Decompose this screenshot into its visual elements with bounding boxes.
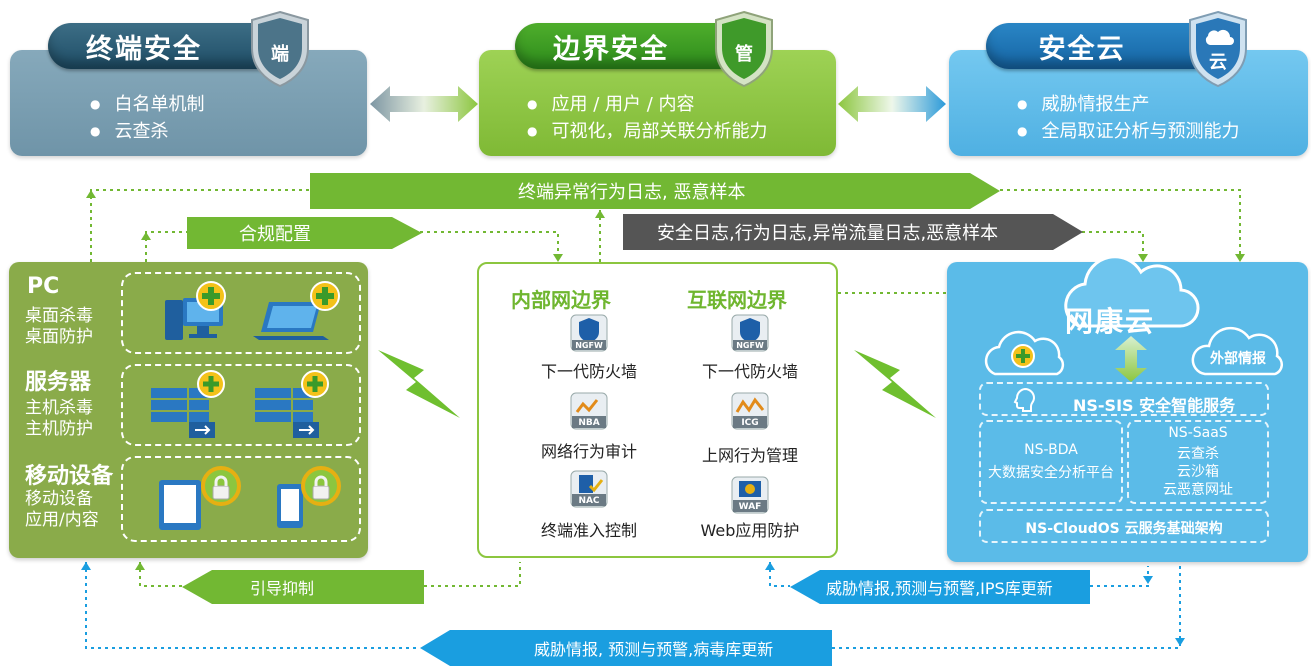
pc-line: 桌面防护: [25, 327, 93, 347]
ngfw-icon: NGFW: [570, 314, 608, 352]
external-intel-label: 外部情报: [1210, 351, 1266, 367]
lightning-bolt-icon: [378, 350, 460, 418]
cloudos-label: NS-CloudOS 云服务基础架构: [1025, 521, 1223, 537]
pc-device-box: [121, 272, 361, 354]
waf-tag: WAF: [739, 502, 762, 512]
server-line: 主机防护: [25, 419, 93, 439]
endpoint-bullet: 云查杀: [90, 119, 204, 146]
boundary-title: 边界安全: [515, 23, 747, 69]
arrow-compliance: 合规配置: [187, 217, 422, 249]
sis-box: [979, 382, 1269, 416]
bidirectional-arrow-icon: [1115, 336, 1147, 382]
internal-boundary-title: 内部网边界: [511, 288, 611, 312]
icg-icon: ICG: [731, 392, 769, 430]
cloud-bullet: 威胁情报生产: [1017, 92, 1239, 119]
arrow-guide: 引导抑制: [182, 570, 424, 604]
server-line: 主机杀毒: [25, 398, 93, 418]
internet-boundary-title: 互联网边界: [687, 288, 787, 312]
cloud-bullet: 全局取证分析与预测能力: [1017, 119, 1239, 146]
bda-desc: 大数据安全分析平台: [988, 465, 1114, 481]
saas-title: NS-SaaS: [1168, 425, 1228, 441]
bda-box: [979, 420, 1123, 504]
icg-tag: ICG: [741, 418, 758, 428]
internet-device-label: 上网行为管理: [701, 446, 798, 465]
arrow-threat-virus: 威胁情报, 预测与预警,病毒库更新: [420, 630, 832, 666]
arrow-security-logs: 安全日志,行为日志,异常流量日志,恶意样本: [623, 214, 1083, 250]
arrow-threat-ips: 威胁情报,预测与预警,IPS库更新: [790, 570, 1090, 604]
endpoint-title: 终端安全: [48, 23, 280, 69]
saas-item: 云沙箱: [1177, 464, 1219, 480]
sis-label: NS-SIS 安全智能服务: [1073, 396, 1236, 415]
server-title: 服务器: [25, 370, 92, 395]
boundary-bullet: 可视化，局部关联分析能力: [527, 119, 767, 146]
arrow-endpoint-logs: 终端异常行为日志, 恶意样本: [310, 173, 1000, 209]
boundary-bullets: 应用 / 用户 / 内容 可视化，局部关联分析能力: [527, 92, 767, 146]
mobile-device-box: [121, 456, 361, 542]
bda-title: NS-BDA: [1024, 442, 1078, 458]
cloud-icon: [984, 330, 1065, 376]
waf-icon: WAF: [731, 476, 769, 514]
pc-line: 桌面杀毒: [25, 306, 93, 326]
phone-icon: [277, 466, 341, 528]
double-arrow-right: [838, 86, 946, 122]
cloud-bullets: 威胁情报生产 全局取证分析与预测能力: [1017, 92, 1239, 146]
arrow-guide-label: 引导抑制: [250, 579, 315, 598]
boundary-bullet: 应用 / 用户 / 内容: [527, 92, 767, 119]
mobile-title: 移动设备: [25, 464, 114, 489]
arrow-compliance-label: 合规配置: [239, 224, 311, 245]
desktop-pc-icon: [165, 281, 226, 340]
lightning-bolt-icon: [854, 350, 936, 418]
saas-box: [1127, 420, 1269, 504]
mobile-line: 移动设备: [25, 489, 93, 509]
cloud-badge: 云: [1209, 52, 1227, 73]
endpoint-bullet: 白名单机制: [90, 92, 204, 119]
server-icon: [255, 370, 329, 438]
nac-icon: NAC: [570, 470, 608, 508]
endpoint-panel: PC 桌面杀毒 桌面防护 服务器 主机杀毒 主机防护 移动设备 移动设备 应用/…: [9, 262, 368, 558]
boundary-panel: 内部网边界 互联网边界 NGFW 下一代防火墙 NBA 网络行为审计 NAC 终…: [477, 262, 838, 558]
brain-head-icon: [1013, 387, 1036, 412]
internet-device-label: Web应用防护: [700, 521, 800, 540]
cloud-title-text: 安全云: [1038, 33, 1126, 65]
double-arrow-left: [370, 86, 478, 122]
cloud-brand-name: 网康云: [1065, 305, 1156, 338]
endpoint-badge: 端: [271, 44, 289, 65]
nba-icon: NBA: [570, 392, 608, 430]
saas-item: 云恶意网址: [1163, 482, 1233, 498]
tablet-icon: [159, 466, 241, 530]
shield-icon: 云: [1186, 10, 1250, 92]
saas-item: 云查杀: [1177, 446, 1219, 462]
boundary-badge: 管: [735, 44, 753, 65]
mobile-line: 应用/内容: [25, 510, 99, 530]
ngfw-icon: NGFW: [731, 314, 769, 352]
nba-tag: NBA: [578, 418, 599, 428]
arrow-threat-virus-label: 威胁情报, 预测与预警,病毒库更新: [534, 640, 774, 659]
arrow-endpoint-logs-label: 终端异常行为日志, 恶意样本: [518, 182, 746, 203]
arrow-threat-ips-label: 威胁情报,预测与预警,IPS库更新: [826, 579, 1053, 598]
cloud-title: 安全云: [986, 23, 1218, 69]
server-device-box: [121, 364, 361, 446]
internet-device-label: 下一代防火墙: [701, 362, 798, 381]
laptop-icon: [253, 281, 340, 340]
internal-device-label: 下一代防火墙: [540, 362, 637, 381]
cloud-panel: 网康云 外部情报 NS-SIS 安全智能服务 NS-BDA 大数据安全分析平台 …: [947, 255, 1308, 562]
server-icon: [151, 370, 225, 438]
nac-tag: NAC: [578, 496, 599, 506]
internal-device-label: 终端准入控制: [540, 521, 637, 540]
ngfw-tag: NGFW: [575, 341, 603, 350]
internal-device-label: 网络行为审计: [540, 442, 637, 461]
cloud-icon: [1064, 255, 1200, 328]
shield-icon: 管: [712, 10, 776, 92]
boundary-title-text: 边界安全: [553, 33, 669, 65]
shield-icon: 端: [248, 10, 312, 92]
ngfw-tag: NGFW: [736, 341, 764, 350]
endpoint-bullets: 白名单机制 云查杀: [90, 92, 204, 146]
endpoint-title-text: 终端安全: [86, 33, 202, 65]
cloud-icon: [1191, 326, 1284, 376]
arrow-security-logs-label: 安全日志,行为日志,异常流量日志,恶意样本: [657, 223, 999, 244]
cloudos-box: [979, 509, 1269, 543]
pc-title: PC: [27, 274, 60, 299]
